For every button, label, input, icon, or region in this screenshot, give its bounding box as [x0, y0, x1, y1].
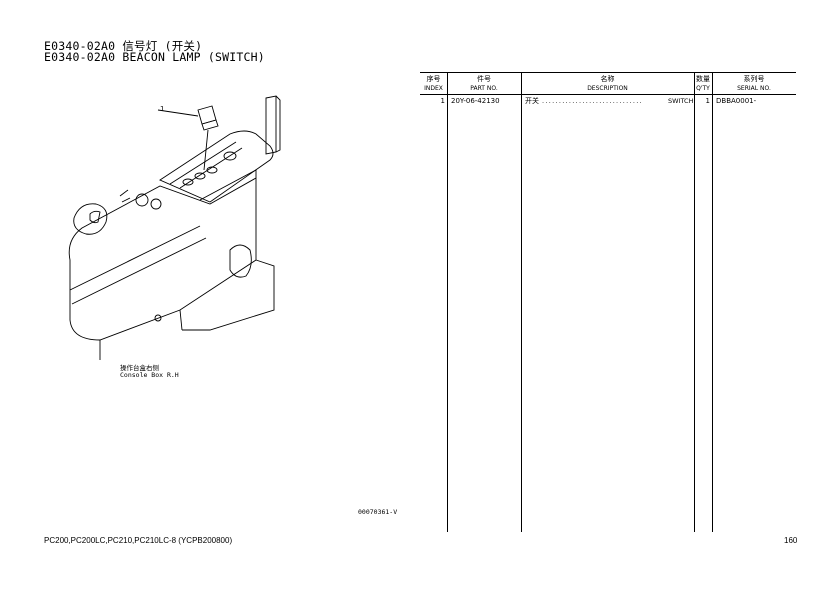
row-desc-cn: 开关: [525, 97, 539, 105]
table-top-border: [420, 72, 796, 73]
page-number: 160: [784, 536, 798, 545]
callout-number: 1: [160, 105, 165, 113]
header-divider: [420, 94, 796, 95]
page-title-chinese: E0340-02A0 信号灯 (开关): [44, 39, 203, 53]
col-divider: [447, 72, 448, 532]
footer-model-list: PC200,PC200LC,PC210,PC210LC-8 (YCPB20080…: [44, 536, 233, 545]
caption-english: Console Box R.H: [120, 371, 179, 379]
row-part-no: 20Y-06-42130: [451, 97, 500, 105]
row-qty: 1: [705, 97, 710, 105]
row-serial: DBBA0001-: [716, 97, 757, 105]
row-desc-leader: ..............................: [542, 97, 643, 105]
col-divider: [521, 72, 522, 532]
caption-chinese: 操作台盒右侧: [120, 364, 159, 372]
drawing-number: 00070361-V: [358, 508, 398, 516]
col-divider: [694, 72, 695, 532]
parts-illustration: [68, 95, 281, 360]
row-desc-en: SWITCH: [668, 97, 694, 105]
col-divider: [712, 72, 713, 532]
row-index: 1: [440, 97, 445, 105]
page-title-english: E0340-02A0 BEACON LAMP (SWITCH): [44, 50, 265, 64]
